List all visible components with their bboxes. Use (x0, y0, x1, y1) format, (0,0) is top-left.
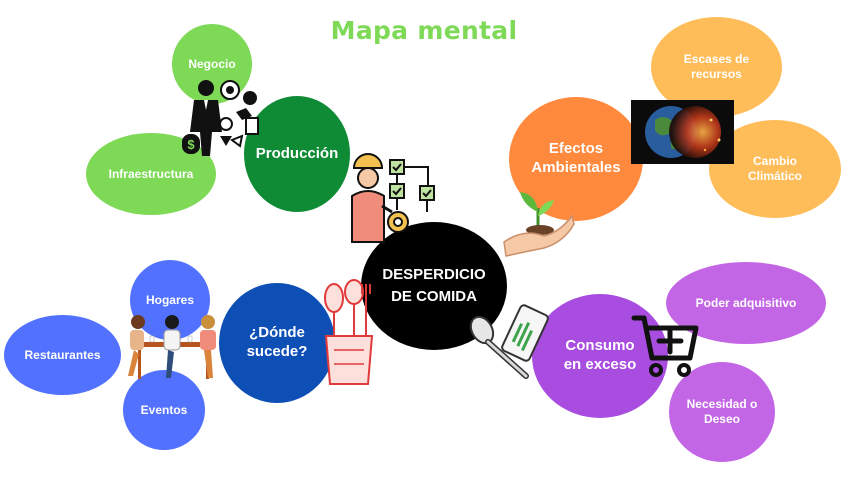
node-restaurantes-label: Restaurantes (24, 347, 101, 362)
node-cambio-climatico-label: Cambio Climático (747, 154, 802, 183)
fork-spoon-icon (469, 304, 549, 379)
node-escases-recursos-label: Escases de recursos (683, 52, 750, 81)
svg-text:$: $ (187, 137, 195, 152)
page-title: Mapa mental (330, 16, 518, 45)
node-eventos: Eventos (123, 370, 205, 450)
plant-hand-icon (503, 192, 575, 257)
earth-burning-icon (631, 100, 734, 164)
node-donde-sucede-label: ¿Dónde sucede? (246, 324, 308, 360)
node-center-desperdicio: DESPERDICIO DE COMIDA (361, 222, 507, 350)
node-donde-sucede: ¿Dónde sucede? (219, 283, 335, 403)
worker-flowchart-icon (351, 153, 435, 243)
node-produccion: Producción (244, 96, 350, 212)
node-necesidad-deseo-label: Necesidad o Deseo (686, 397, 758, 426)
node-necesidad-deseo: Necesidad o Deseo (669, 362, 775, 462)
business-icon: $ (182, 80, 259, 156)
node-efectos-ambientales-label: Efectos Ambientales (531, 140, 621, 176)
node-consumo-exceso: Consumo en exceso (532, 294, 668, 418)
node-consumo-exceso-label: Consumo en exceso (563, 337, 637, 373)
node-eventos-label: Eventos (140, 402, 188, 417)
node-restaurantes: Restaurantes (4, 315, 121, 395)
node-hogares-label: Hogares (145, 292, 195, 307)
utensil-jar-icon (324, 279, 374, 385)
node-poder-adquisitivo-label: Poder adquisitivo (695, 295, 797, 310)
node-negocio-label: Negocio (188, 56, 236, 71)
node-center-label: DESPERDICIO DE COMIDA (382, 266, 486, 305)
shopping-cart-icon (631, 315, 699, 377)
node-produccion-label: Producción (255, 144, 339, 162)
restaurant-table-icon (128, 315, 216, 379)
node-infraestructura-label: Infraestructura (108, 166, 194, 181)
node-poder-adquisitivo: Poder adquisitivo (666, 262, 826, 344)
